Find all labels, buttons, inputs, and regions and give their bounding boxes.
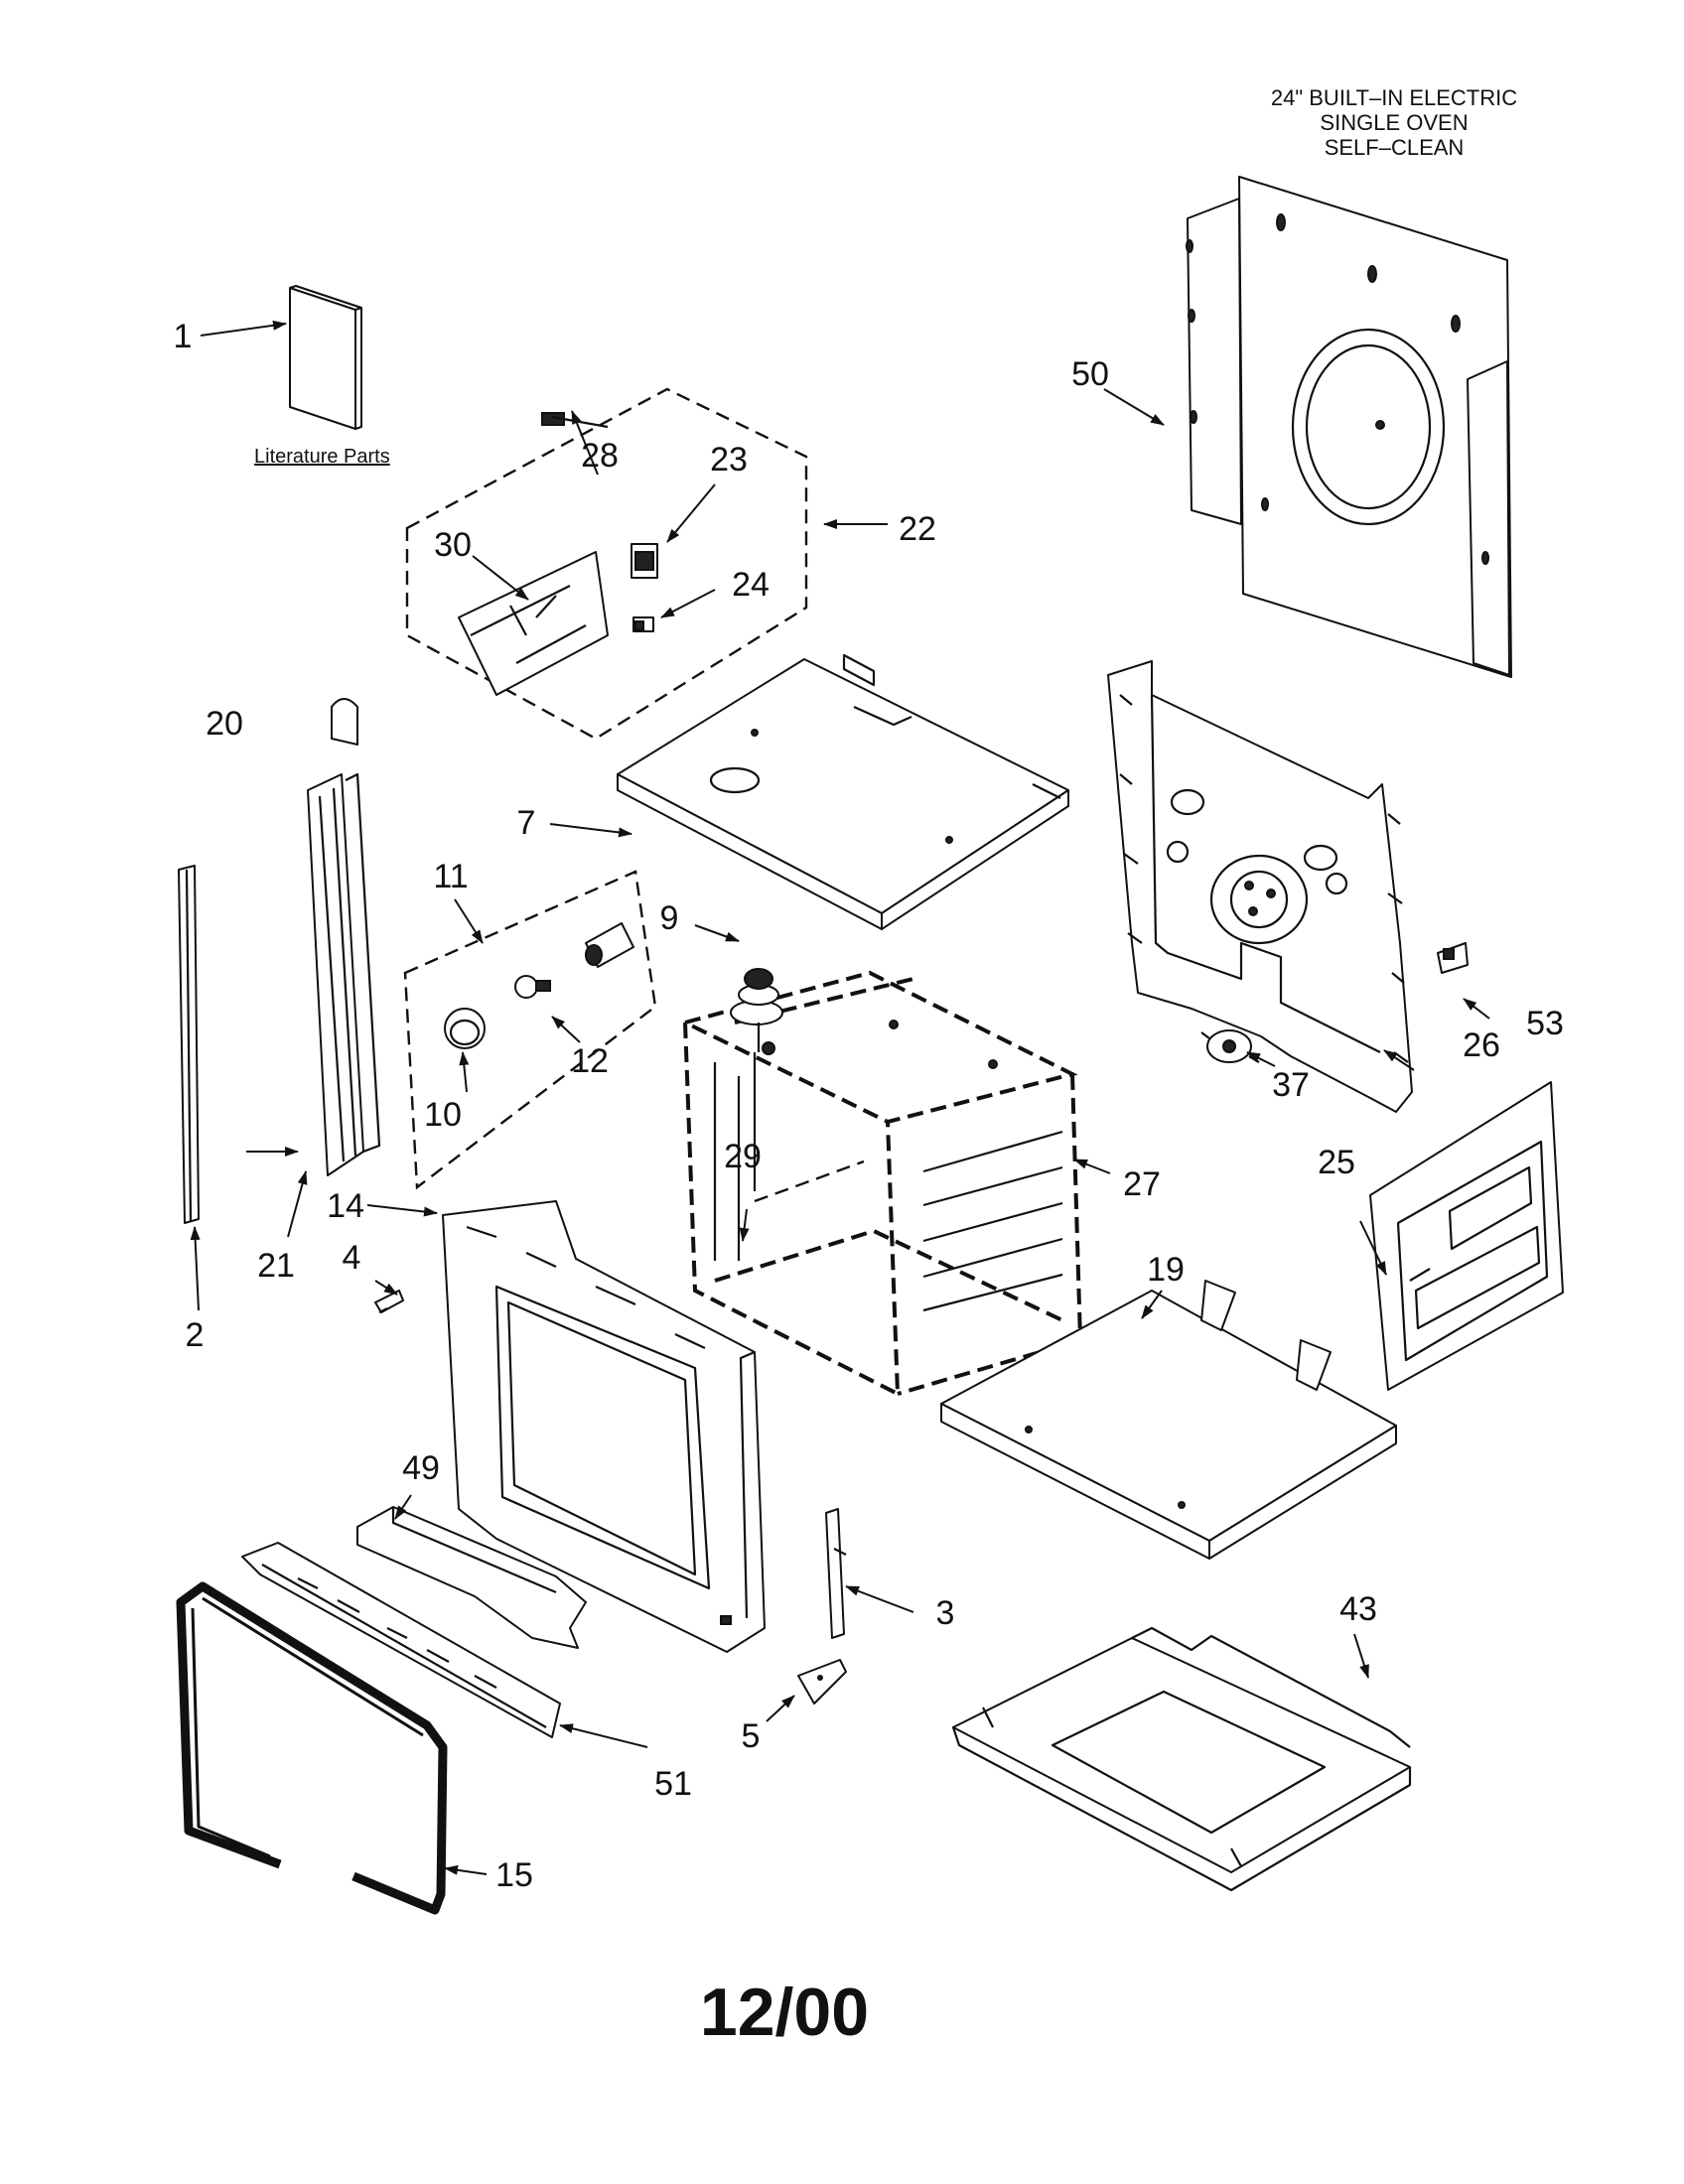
callout-14: 14	[327, 1187, 364, 1225]
callout-labels: 1 2 3 4 5 7 9 10 11 12 14 15 19 20 21 22…	[174, 318, 1564, 1894]
callout-arrows	[190, 320, 1490, 1875]
callout-4: 4	[343, 1239, 361, 1277]
callout-21: 21	[257, 1247, 295, 1285]
callout-37: 37	[1272, 1066, 1310, 1104]
callout-28: 28	[581, 437, 619, 475]
part-9-sensor	[730, 968, 783, 1052]
part-21-side-trim	[307, 772, 381, 1176]
callout-24: 24	[732, 566, 770, 604]
part-1-literature-booklet: Literature Parts	[254, 284, 390, 468]
title-line-1: 24" BUILT–IN ELECTRIC	[1271, 85, 1517, 110]
callout-23: 23	[710, 441, 748, 478]
callout-2: 2	[186, 1316, 205, 1354]
part-7-top-panel	[617, 653, 1069, 930]
callout-27: 27	[1123, 1165, 1161, 1203]
callout-53: 53	[1526, 1005, 1564, 1042]
part-2-side-strip	[178, 865, 200, 1224]
part-26-rear-frame	[1107, 660, 1413, 1113]
callout-11: 11	[433, 858, 468, 895]
part-19-bottom-tray	[940, 1280, 1397, 1560]
callout-10: 10	[424, 1096, 462, 1134]
callout-5: 5	[742, 1717, 761, 1755]
callout-15: 15	[495, 1856, 533, 1894]
title-line-3: SELF–CLEAN	[1325, 135, 1465, 160]
part-49-lower-vent	[356, 1506, 587, 1649]
part-25-side-panel	[1369, 1081, 1564, 1391]
callout-22: 22	[899, 510, 936, 548]
part-51-front-trim	[241, 1542, 561, 1738]
callout-30: 30	[434, 526, 472, 564]
callout-29: 29	[724, 1138, 762, 1175]
part-3-bracket	[825, 1508, 847, 1639]
callout-51: 51	[654, 1765, 692, 1803]
callout-26: 26	[1463, 1026, 1500, 1064]
part-50-back-panel	[1186, 176, 1512, 678]
part-53-bracket	[1437, 942, 1469, 974]
callout-1: 1	[174, 318, 193, 355]
part-20-cap	[331, 698, 358, 746]
part-27-oven-cavity	[679, 970, 1083, 1398]
callout-7: 7	[517, 804, 536, 842]
callout-43: 43	[1339, 1590, 1377, 1628]
part-37-limit-switch	[1200, 1029, 1260, 1063]
callout-25: 25	[1318, 1144, 1355, 1181]
part-15-door-gasket	[176, 1581, 448, 1915]
part-11-lamp-group	[403, 870, 657, 1190]
callout-50: 50	[1071, 355, 1109, 393]
part-22-control-group	[405, 387, 808, 741]
footer-date: 12/00	[700, 1975, 869, 2050]
part-43-base-pan	[951, 1626, 1412, 1892]
callout-20: 20	[206, 705, 243, 743]
callout-3: 3	[936, 1594, 955, 1632]
title-line-2: SINGLE OVEN	[1320, 110, 1468, 135]
part-14-front-frame	[442, 1200, 766, 1653]
callout-19: 19	[1147, 1251, 1185, 1289]
callout-9: 9	[660, 899, 679, 937]
callout-12: 12	[571, 1042, 609, 1080]
literature-parts-label: Literature Parts	[254, 446, 390, 468]
diagram-title: 24" BUILT–IN ELECTRIC SINGLE OVEN SELF–C…	[1271, 85, 1517, 160]
part-5-gusset	[797, 1659, 847, 1705]
callout-49: 49	[402, 1449, 440, 1487]
part-4-screw	[374, 1290, 404, 1313]
